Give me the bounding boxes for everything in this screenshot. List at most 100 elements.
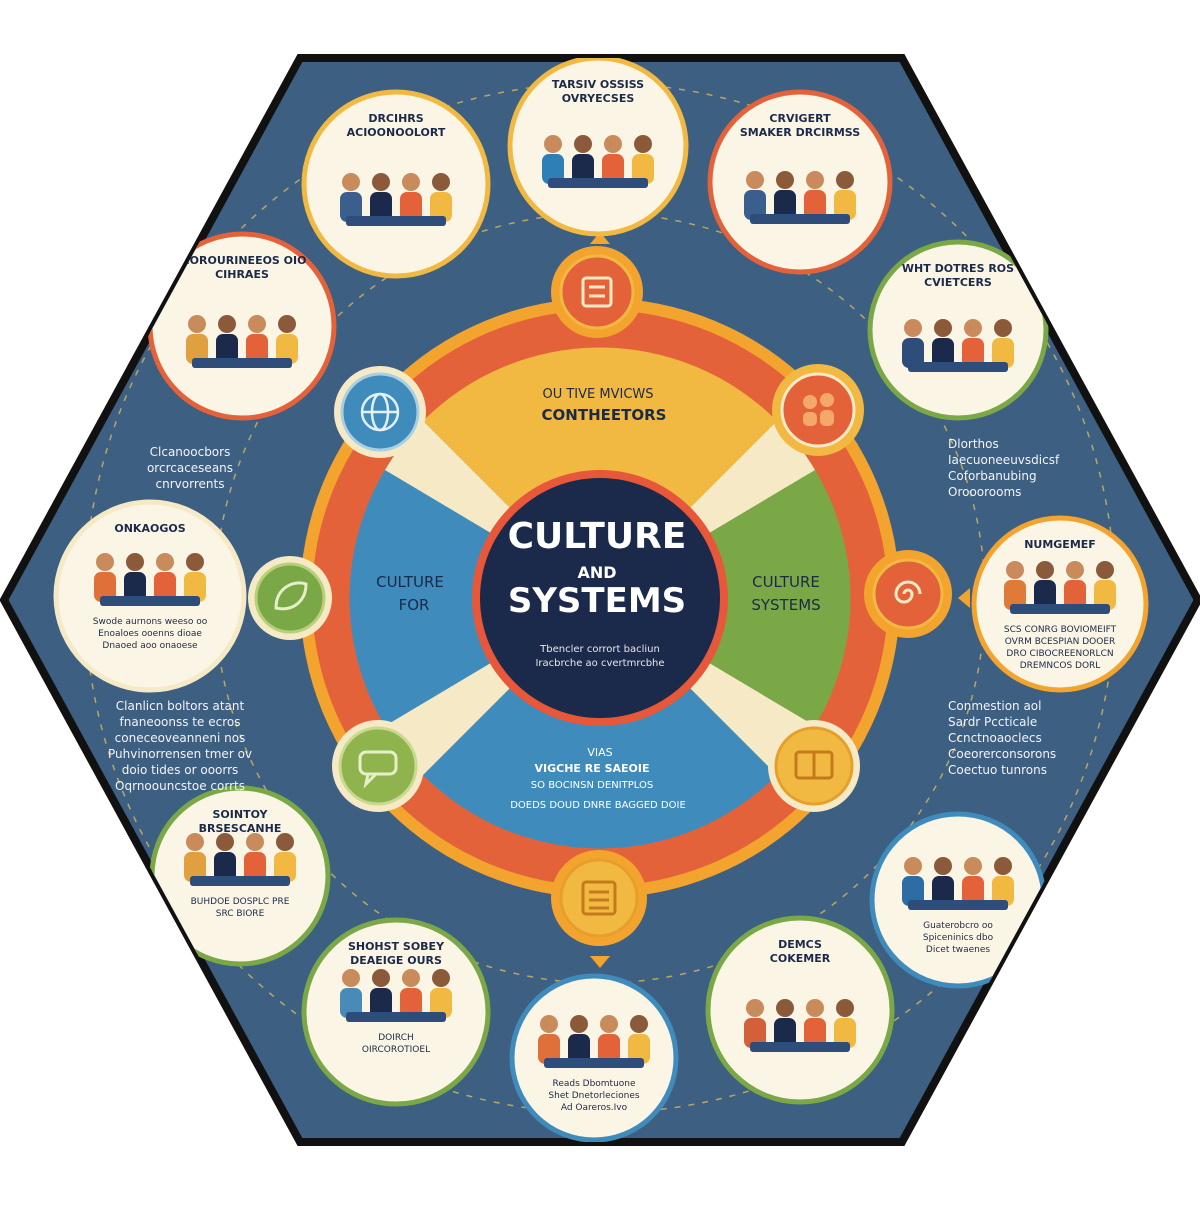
node-top-left xyxy=(334,366,426,458)
people-illustration xyxy=(538,1015,650,1068)
scene-label: DEMCS xyxy=(778,938,822,951)
people-illustration xyxy=(902,857,1014,910)
scene-label: CIHRAES xyxy=(215,268,269,281)
side-note-line: coneceoveanneni nos xyxy=(115,731,246,745)
scene-caption: SRC BIORE xyxy=(216,909,265,919)
scene-label: SOINTOY xyxy=(213,808,269,821)
scene-label: OVRYECSES xyxy=(562,92,635,105)
segment-right-line2: SYSTEMS xyxy=(751,596,820,614)
hub-title-line3: SYSTEMS xyxy=(508,581,686,621)
scene-label: WHT DOTRES ROS xyxy=(902,262,1014,275)
scene-caption: Shet Dnetorleciones xyxy=(548,1091,639,1101)
side-note-line: Clcanoocbors xyxy=(150,445,231,459)
node-bottom xyxy=(551,850,647,946)
scene-caption: BUHDOE DOSPLC PRE xyxy=(191,897,290,907)
segment-left-line1: CULTURE xyxy=(376,573,444,591)
scene-caption: SCS CONRG BOVIOMEIFT xyxy=(1004,625,1117,635)
segment-right-line1: CULTURE xyxy=(752,573,820,591)
scene-caption: Ad Oareros.Ivo xyxy=(561,1103,628,1113)
side-note-line: fnaneoonss te ecros xyxy=(120,715,241,729)
people-illustration xyxy=(340,173,452,226)
document-icon xyxy=(581,880,617,916)
hub-title-line1: CULTURE xyxy=(508,516,687,557)
scene-caption: Dicet twaenes xyxy=(926,945,990,955)
side-note-line: Iaecuoneeuvsdicsf xyxy=(948,453,1060,467)
side-note-line: Sardr Pccticale xyxy=(948,715,1037,729)
side-note-line: Coectuo tunrons xyxy=(948,763,1047,777)
scene-caption: Swode aurnons weeso oo xyxy=(93,617,208,627)
scene-label: CRVIGERT xyxy=(769,112,831,125)
segment-bottom-line3: SO BOCINSN DENITPLOS xyxy=(531,780,653,791)
hub-subtitle-line2: Iracbrche ao cvertmrcbhe xyxy=(535,658,664,669)
side-note-line: Clanlicn boltors atant xyxy=(116,699,245,713)
scene-right: NUMGEMEF SCS CONRG BOVIOMEIFT OVRM BCESPIA… xyxy=(971,515,1149,693)
scene-label: SHOHST SOBEY xyxy=(348,940,445,953)
scene-label: CIOROURINEEOS OIO xyxy=(178,254,307,267)
hub-subtitle-line1: Tbencler corrort bacliun xyxy=(539,644,660,655)
segment-top-line2: CONTHEETORS xyxy=(542,406,667,424)
scene-caption: OVRM BCESPIAN DOOER xyxy=(1005,637,1116,647)
scene-label: DEAEIGE OURS xyxy=(350,954,442,967)
scene-caption: Enoaloes ooenns dioae xyxy=(98,629,202,639)
node-right xyxy=(864,550,952,638)
scene-caption: Guaterobcro oo xyxy=(923,921,993,931)
people-illustration xyxy=(94,553,206,606)
people-illustration xyxy=(744,999,856,1052)
side-note-line: Oqrnoouncstoe corrts xyxy=(115,779,245,793)
main-wheel xyxy=(300,298,900,898)
scene-caption: OIRCOROTIOEL xyxy=(362,1045,430,1055)
side-note-line: Puhvinorrensen tmer ov xyxy=(108,747,252,761)
scene-label: TARSIV OSSISS xyxy=(552,78,644,91)
hub-disc xyxy=(480,478,720,718)
node-top xyxy=(551,246,643,338)
side-note-line: doio tides or ooorrs xyxy=(122,763,239,777)
scene-caption: DREMNCOS DORL xyxy=(1020,661,1101,671)
side-note-line: Coeorerconsorons xyxy=(948,747,1056,761)
side-note-line: Dlorthos xyxy=(948,437,999,451)
scene-caption: Reads Dbomtuone xyxy=(552,1079,636,1089)
scene-caption: Dnaoed aoo onaoese xyxy=(102,641,198,651)
side-note-line: Ccnctnoaoclecs xyxy=(948,731,1042,745)
scene-caption: DRO CIBOCREENORLCN xyxy=(1006,649,1113,659)
scene-caption: Spiceninics dbo xyxy=(923,933,994,943)
people-illustration xyxy=(1004,561,1116,614)
book-icon xyxy=(794,750,834,780)
chat-icon xyxy=(358,750,398,789)
people-illustration xyxy=(340,969,452,1022)
scene-label: SMAKER DRCIRMSS xyxy=(740,126,860,139)
scene-label: CVIETCERS xyxy=(924,276,992,289)
spiral-icon xyxy=(894,580,922,604)
scene-label: ACIOONOOLORT xyxy=(347,126,446,139)
people-illustration xyxy=(186,315,298,368)
hub-title-line2: AND xyxy=(577,563,616,582)
people-illustration xyxy=(902,319,1014,372)
segment-top-line1: OU TIVE MVICWS xyxy=(542,387,653,402)
side-note-line: orcrcaceseans xyxy=(147,461,233,475)
node-bottom-right xyxy=(768,720,860,812)
scene-label: BRSESCANHE xyxy=(199,822,282,835)
scroll-icon xyxy=(581,276,613,308)
people-illustration xyxy=(542,135,654,188)
people-illustration xyxy=(184,833,296,886)
node-bottom-left xyxy=(332,720,424,812)
people-illustration xyxy=(744,171,856,224)
segment-bottom-line2: VIGCHE RE SAEOIE xyxy=(535,762,650,775)
segment-bottom-line4: DOEDS DOUD DNRE BAGGED DOIE xyxy=(510,800,686,811)
segment-bottom-line1: VIAS xyxy=(587,746,612,759)
side-note-line: Conmestion aol xyxy=(948,699,1041,713)
segment-left-line2: FOR xyxy=(399,596,430,614)
globe-icon xyxy=(360,392,400,432)
side-note-line: Orooorooms xyxy=(948,485,1021,499)
scene-label: NUMGEMEF xyxy=(1024,538,1096,551)
